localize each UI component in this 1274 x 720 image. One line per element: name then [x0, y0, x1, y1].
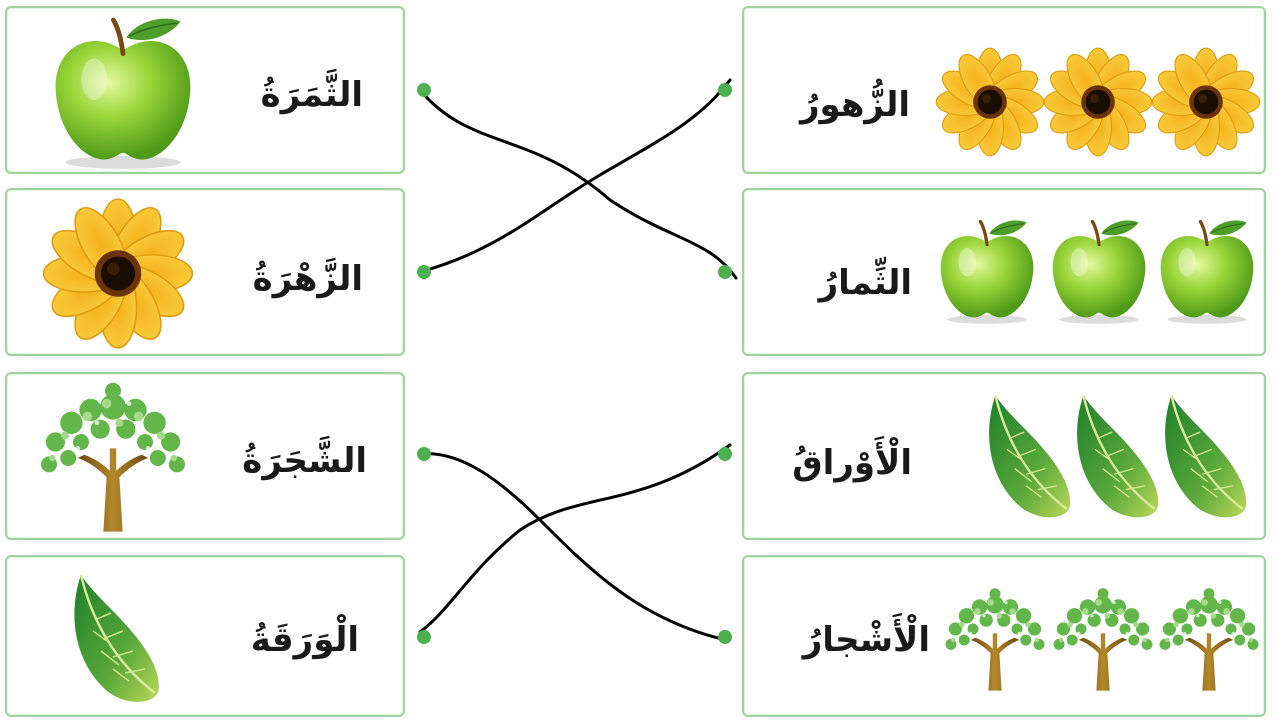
left-dot-flower[interactable] — [417, 265, 431, 279]
left-dot-tree[interactable] — [417, 447, 431, 461]
left-card-fruit[interactable]: الثَّمَرَةُ — [5, 6, 405, 174]
right-dot-fruits[interactable] — [718, 265, 732, 279]
leaf-icon — [1158, 388, 1254, 526]
word-label: الزَّهْرَةُ — [252, 259, 363, 299]
tree-icon — [33, 378, 193, 538]
match-line-tree[interactable] — [418, 452, 728, 642]
left-dot-fruit[interactable] — [417, 83, 431, 97]
match-line-fruit[interactable] — [418, 88, 738, 280]
left-card-tree[interactable]: الشَّجَرَةُ — [5, 372, 405, 540]
leaf-icon — [982, 388, 1078, 526]
leaf-icon — [67, 565, 167, 713]
apple-icon — [932, 216, 1042, 326]
left-card-flower[interactable]: الزَّهْرَةُ — [5, 188, 405, 356]
word-label: الثِّمارُ — [818, 263, 912, 303]
tree-icon — [1154, 585, 1264, 695]
right-dot-flowers[interactable] — [718, 83, 732, 97]
word-label: الْأَوْراقُ — [792, 443, 912, 483]
flower-icon — [934, 46, 1046, 158]
right-dot-trees[interactable] — [718, 630, 732, 644]
match-line-leaf[interactable] — [418, 443, 732, 634]
apple-icon — [1044, 216, 1154, 326]
flower-icon — [33, 196, 203, 351]
match-line-flower[interactable] — [418, 78, 732, 274]
left-dot-leaf[interactable] — [417, 630, 431, 644]
left-card-leaf[interactable]: الْوَرَقَةُ — [5, 555, 405, 717]
word-label: الْأَشْجارُ — [802, 620, 930, 660]
right-card-flowers[interactable]: الزُّهورُ — [742, 6, 1266, 174]
flower-icon — [1042, 46, 1154, 158]
right-card-leaves[interactable]: الْأَوْراقُ — [742, 372, 1266, 540]
right-dot-leaves[interactable] — [718, 447, 732, 461]
apple-icon — [43, 12, 203, 172]
right-card-fruits[interactable]: الثِّمارُ — [742, 188, 1266, 356]
word-label: الزُّهورُ — [799, 85, 910, 125]
flower-icon — [1150, 46, 1262, 158]
word-label: الشَّجَرَةُ — [242, 441, 367, 481]
right-card-trees[interactable]: الْأَشْجارُ — [742, 555, 1266, 717]
word-label: الثَّمَرَةُ — [260, 75, 363, 115]
word-label: الْوَرَقَةُ — [250, 620, 359, 660]
tree-icon — [1048, 585, 1158, 695]
tree-icon — [940, 585, 1050, 695]
leaf-icon — [1070, 388, 1166, 526]
apple-icon — [1152, 216, 1262, 326]
